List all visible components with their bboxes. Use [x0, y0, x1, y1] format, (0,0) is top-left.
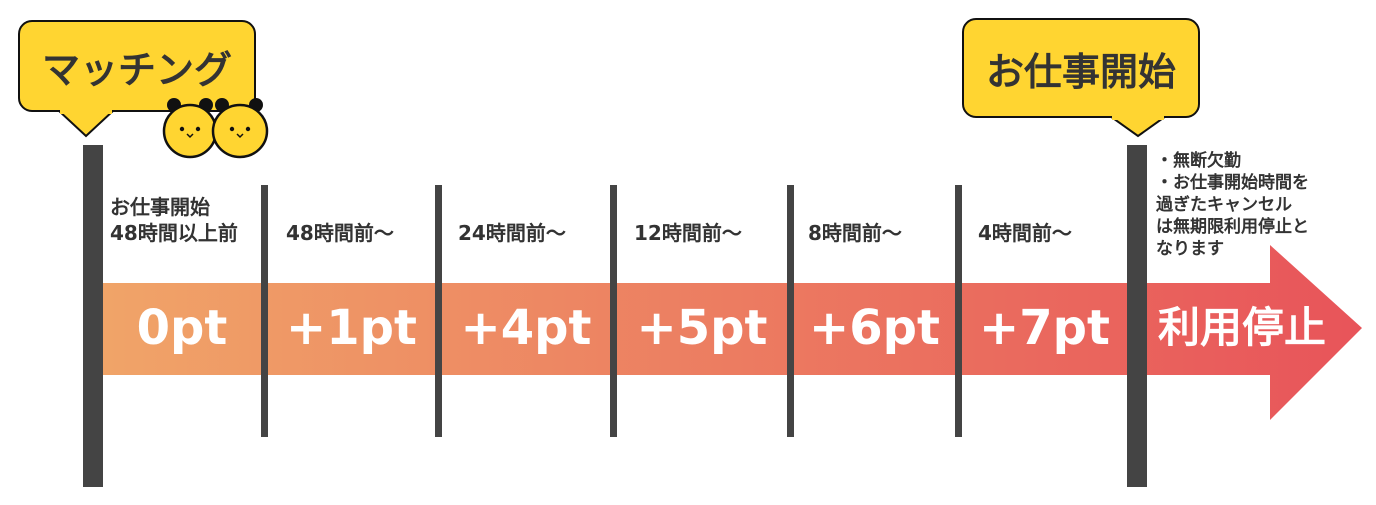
panda-mascot-icon — [162, 98, 269, 159]
column-label: 12時間前〜 — [634, 221, 742, 245]
suspension-label: 利用停止 — [1157, 303, 1326, 352]
matching-callout-label: マッチング — [41, 47, 232, 92]
cancellation-note: ・無断欠勤 ・お仕事開始時間を 過ぎたキャンセル は無期限利用停止と なります — [1156, 151, 1309, 259]
points-value: +5pt — [636, 300, 768, 356]
column-label: 8時間前〜 — [808, 221, 902, 245]
timeline-work-start-marker — [1127, 145, 1147, 487]
matching-callout-pointer — [58, 110, 114, 138]
column-label: 24時間前〜 — [458, 221, 566, 245]
column-label: 4時間前〜 — [978, 221, 1072, 245]
points-value: +7pt — [979, 300, 1110, 356]
timeline-divider — [261, 185, 268, 437]
timeline-start-marker — [83, 145, 103, 487]
timeline-divider — [610, 185, 617, 437]
points-value: 0pt — [136, 300, 228, 356]
points-value: +1pt — [286, 300, 417, 356]
column-label: 48時間前〜 — [286, 221, 394, 245]
work-start-callout-label: お仕事開始 — [985, 49, 1176, 94]
points-value: +6pt — [809, 300, 940, 356]
work-start-callout-pointer — [1110, 116, 1166, 138]
column-label: お仕事開始 48時間以上前 — [110, 195, 238, 245]
timeline-divider — [955, 185, 962, 437]
timeline-divider — [787, 185, 794, 437]
points-value: +4pt — [460, 300, 592, 356]
timeline-divider — [435, 185, 442, 437]
